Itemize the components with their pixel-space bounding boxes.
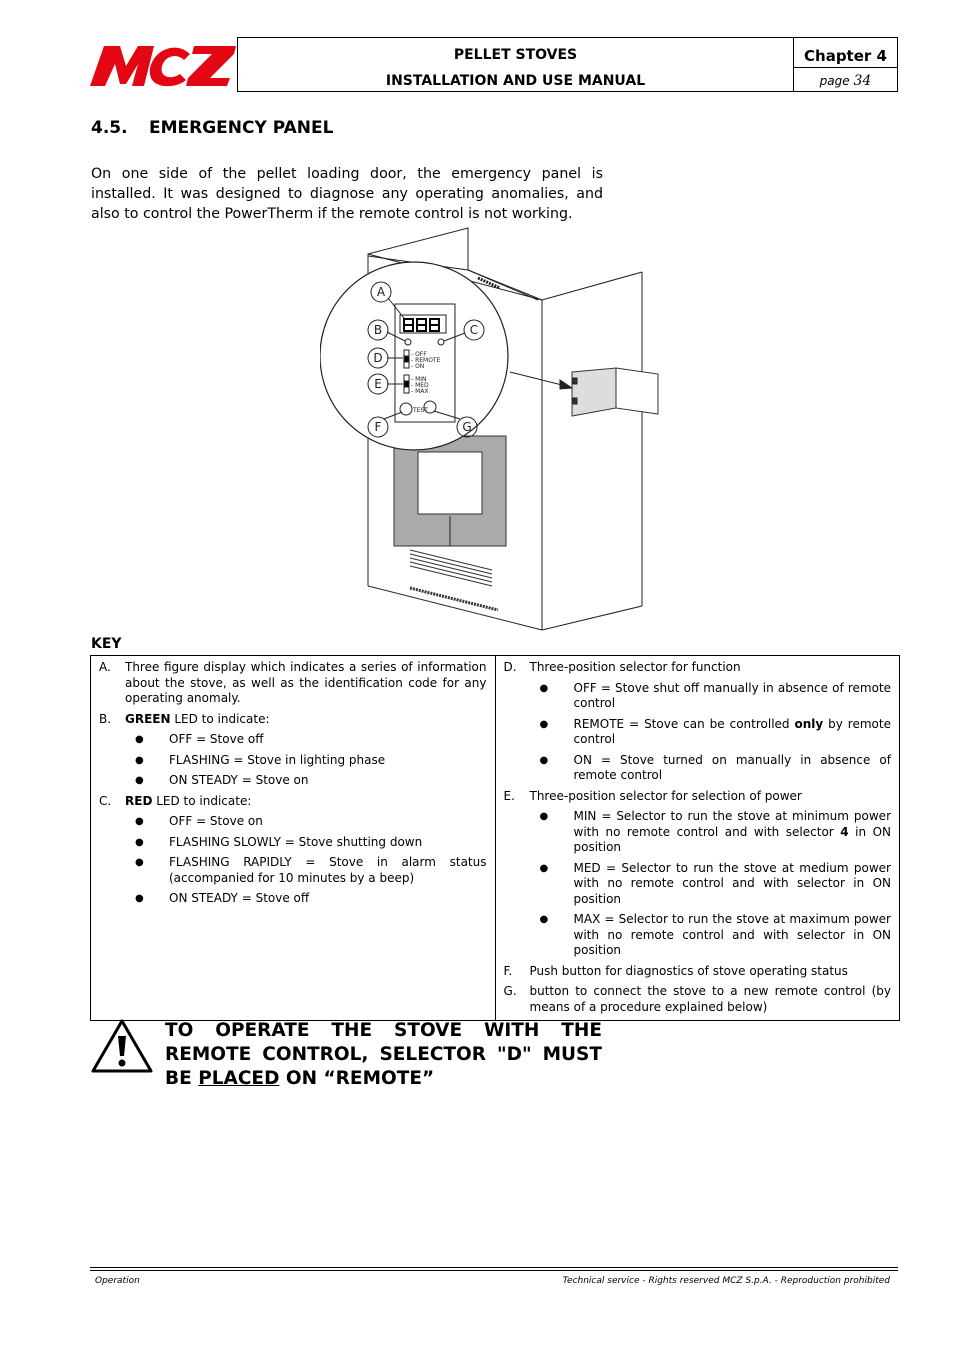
key-table: A. Three figure display which indicates a… <box>90 655 900 1021</box>
footer-rule <box>90 1267 898 1268</box>
footer-copyright: Technical service - Rights reserved MCZ … <box>562 1276 890 1286</box>
callout-c: C <box>470 323 478 337</box>
bullet-item: ●REMOTE = Stove can be controlled only b… <box>539 716 891 747</box>
bullet-item: ●OFF = Stove off <box>135 732 264 746</box>
manual-title-line2: INSTALLATION AND USE MANUAL <box>385 73 646 89</box>
key-item-d: D. Three-position selector for function <box>504 660 892 676</box>
stove-emergency-panel-figure: A B C D E F G - OFF - REMOTE - ON - MIN … <box>319 226 670 636</box>
key-item-g: G. button to connect the stove to a new r… <box>504 984 892 1015</box>
intro-paragraph: On one side of the pellet loading door, … <box>91 166 603 222</box>
key-item-c: C. RED LED to indicate: <box>99 794 487 810</box>
sel-d-off: - OFF <box>411 351 427 358</box>
bullet-item: ●MED = Selector to run the stove at medi… <box>539 860 892 906</box>
item-desc: LED to indicate: <box>152 793 252 808</box>
mcz-logo <box>90 44 236 88</box>
callout-b: B <box>374 323 382 337</box>
bullet-item: ●MAX = Selector to run the stove at maxi… <box>539 912 892 957</box>
chapter-label: Chapter 4 <box>804 47 887 65</box>
item-label: B. <box>99 711 112 726</box>
page-number: 34 <box>853 73 872 89</box>
key-item-a: A. Three figure display which indicates a… <box>99 660 487 707</box>
item-text: Push button for diagnostics of stove ope… <box>529 963 848 978</box>
manual-title-line1: PELLET STOVES <box>453 47 578 63</box>
test-label: TEST <box>412 407 428 414</box>
bullet-item: ●ON STEADY = Stove off <box>135 891 310 905</box>
bullet-item: ●MIN = Selector to run the stove at mini… <box>539 809 892 854</box>
item-text: Three-position selector for function <box>529 660 741 674</box>
item-label: E. <box>503 788 515 803</box>
bullet-item: ●ON STEADY = Stove on <box>135 773 309 787</box>
sel-e-med: - MED <box>411 382 429 389</box>
chapter-divider <box>794 67 897 68</box>
sel-e-max: - MAX <box>411 388 428 395</box>
item-desc: LED to indicate: <box>170 711 270 726</box>
item-text: RED LED to indicate: <box>125 794 487 810</box>
bullet-item: ●OFF = Stove shut off manually in absenc… <box>539 680 892 711</box>
footer-rule <box>90 1270 898 1271</box>
item-label: C. <box>99 793 112 808</box>
chapter-box: Chapter 4 page 34 <box>794 37 898 92</box>
item-text: Three-position selector for selection of… <box>529 788 802 803</box>
page-indicator: page 34 <box>794 73 897 89</box>
sel-e-min: - MIN <box>411 376 427 383</box>
callout-e: E <box>374 377 382 391</box>
bullet-item: ●FLASHING RAPIDLY = Stove in alarm statu… <box>135 855 487 885</box>
key-item-b: B. GREEN LED to indicate: <box>99 712 487 728</box>
key-title: KEY <box>91 636 122 652</box>
item-label: G. <box>503 984 517 998</box>
bullet-item: ●OFF = Stove on <box>135 814 263 828</box>
section-title: EMERGENCY PANEL <box>149 118 334 138</box>
section-heading: 4.5. EMERGENCY PANEL <box>91 118 333 138</box>
callout-f: F <box>375 420 382 434</box>
key-right-column: D. Three-position selector for function ●… <box>494 655 900 1021</box>
item-text: GREEN LED to indicate: <box>125 712 487 728</box>
callout-d: D <box>373 351 382 365</box>
sel-d-on: - ON <box>411 363 424 370</box>
footer-section: Operation <box>95 1276 140 1286</box>
key-item-f: F. Push button for diagnostics of stove o… <box>504 964 892 980</box>
page-label: page <box>819 74 850 88</box>
sel-d-remote: - REMOTE <box>411 357 441 364</box>
callout-g: G <box>462 420 471 434</box>
item-label: D. <box>503 660 517 674</box>
item-text: Three figure display which indicates a s… <box>125 660 487 705</box>
key-left-column: A. Three figure display which indicates a… <box>90 655 496 1021</box>
key-item-e: E. Three-position selector for selection … <box>504 789 892 805</box>
bullet-item: ●FLASHING = Stove in lighting phase <box>135 752 386 767</box>
item-label: A. <box>99 660 111 674</box>
warning-triangle-icon <box>90 1018 154 1074</box>
green-label: GREEN <box>125 711 171 726</box>
section-number: 4.5. <box>91 118 128 138</box>
bullet-item: ●ON = Stove turned on manually in absenc… <box>539 752 892 783</box>
callout-a: A <box>377 285 386 299</box>
header-title-box: PELLET STOVES INSTALLATION AND USE MANUA… <box>237 37 794 92</box>
bullet-item: ●FLASHING SLOWLY = Stove shutting down <box>135 834 423 849</box>
item-text: button to connect the stove to a new rem… <box>529 984 892 1014</box>
item-label: F. <box>503 963 513 978</box>
warning-message: TO OPERATE THE STOVE WITH THE REMOTE CON… <box>165 1020 602 1089</box>
red-label: RED <box>125 793 153 808</box>
